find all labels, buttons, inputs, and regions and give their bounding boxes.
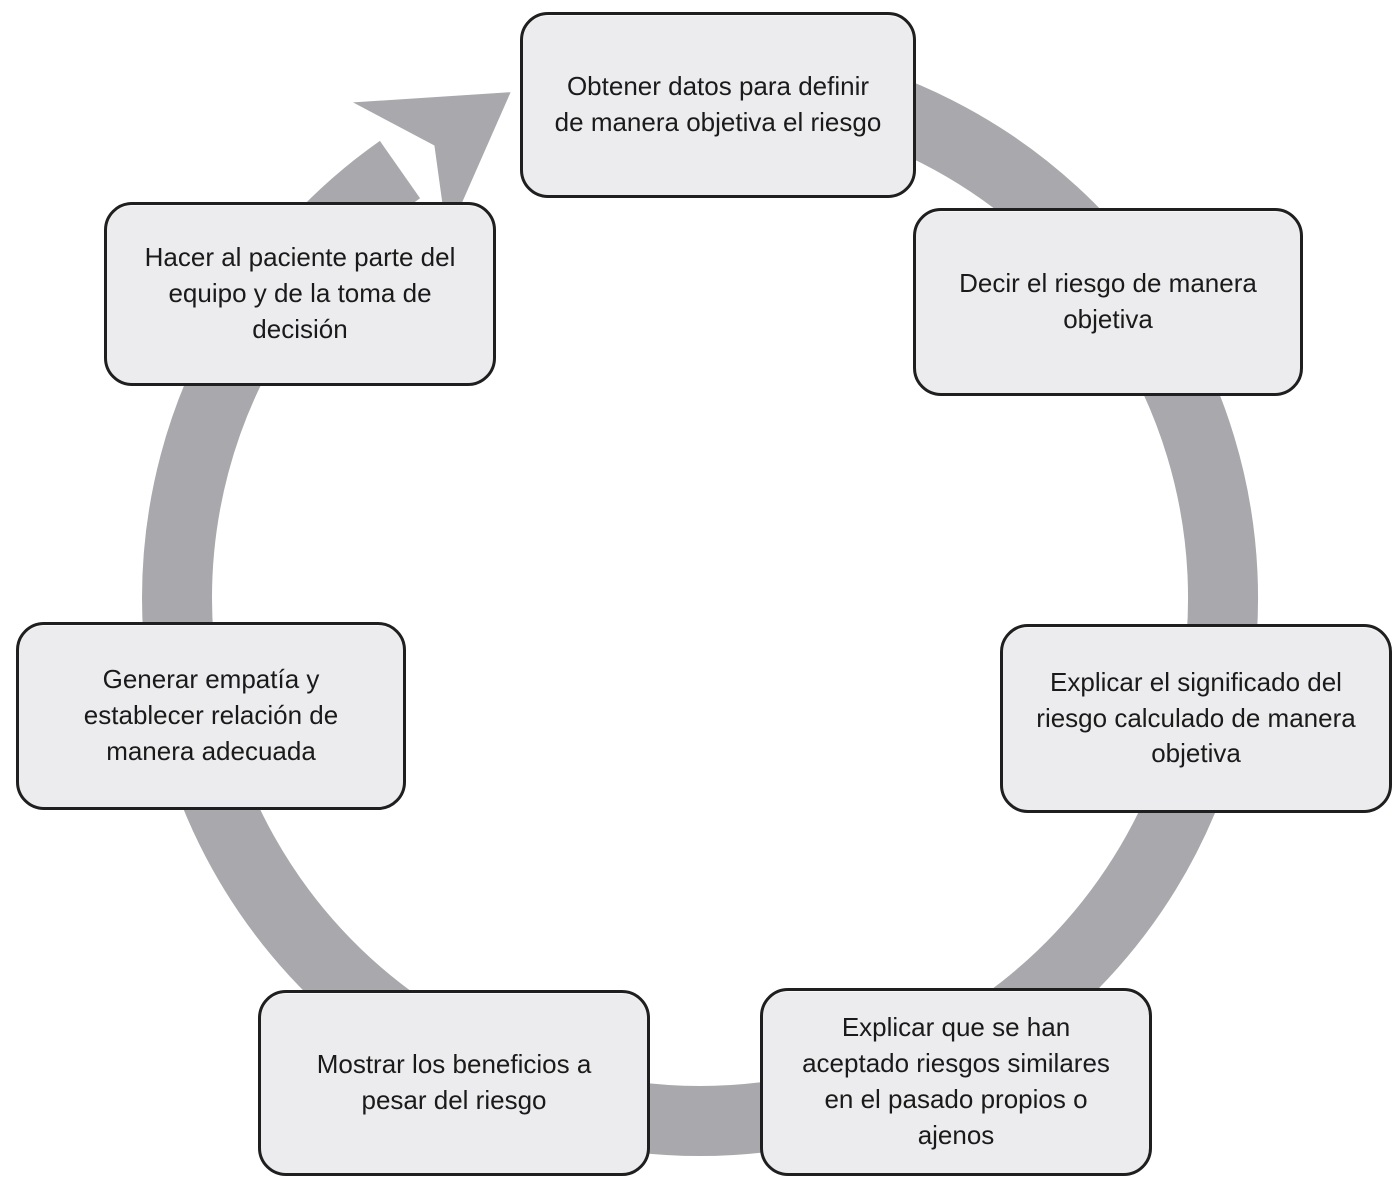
step-box-bottom-left: Mostrar los beneficios a pesar del riesg… xyxy=(258,990,650,1176)
step-label: Generar empatía y establecer relación de… xyxy=(83,664,339,766)
step-box-top: Obtener datos para definir de manera obj… xyxy=(520,12,916,198)
step-box-bottom-right: Explicar que se han aceptado riesgos sim… xyxy=(760,988,1152,1176)
step-box-right: Explicar el significado del riesgo calcu… xyxy=(1000,624,1392,813)
step-label: Decir el riesgo de manera objetiva xyxy=(959,268,1257,334)
step-label: Explicar el significado del riesgo calcu… xyxy=(1036,666,1356,769)
cycle-arrowhead-icon xyxy=(353,92,511,237)
step-box-left: Generar empatía y establecer relación de… xyxy=(16,622,406,810)
step-box-top-left: Hacer al paciente parte del equipo y de … xyxy=(104,202,496,386)
step-label: Obtener datos para definir de manera obj… xyxy=(554,71,882,137)
step-label: Mostrar los beneficios a pesar del riesg… xyxy=(316,1049,592,1115)
step-label: Hacer al paciente parte del equipo y de … xyxy=(144,242,456,344)
step-label: Explicar que se han aceptado riesgos sim… xyxy=(802,1012,1110,1150)
step-box-top-right: Decir el riesgo de manera objetiva xyxy=(913,208,1303,396)
